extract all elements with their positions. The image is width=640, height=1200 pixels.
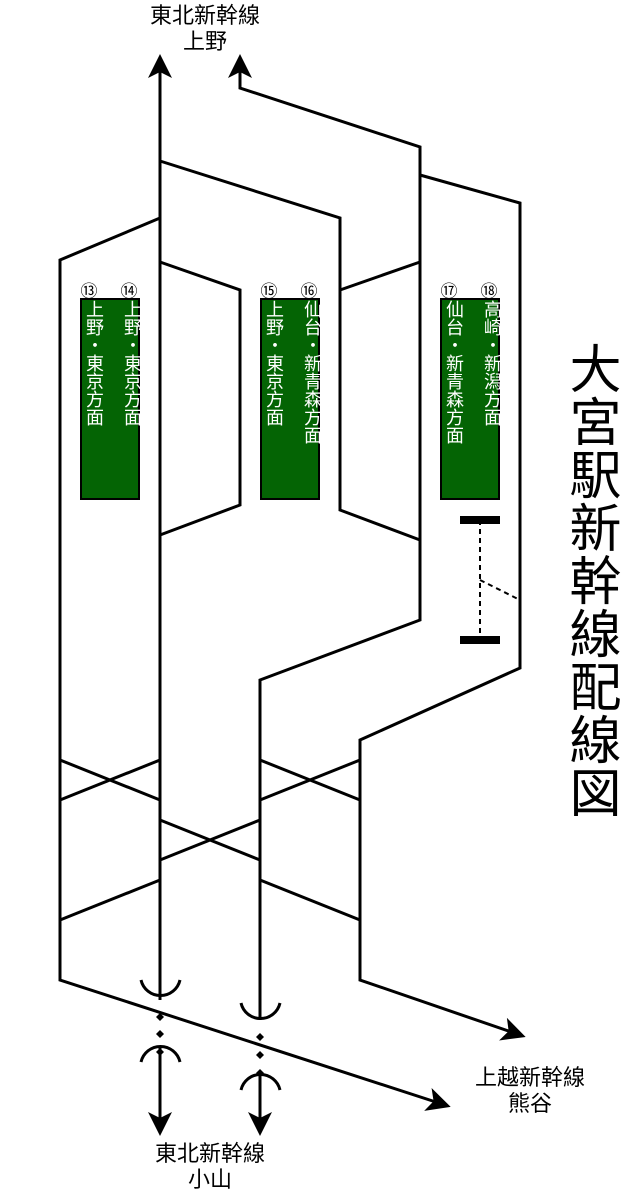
section-arc xyxy=(139,1045,182,1063)
platform: 仙台・新青森方面 高崎・新潟方面 xyxy=(440,298,502,500)
platform: 上野・東京方面 仙台・新青森方面 xyxy=(260,298,322,500)
track-c-branch xyxy=(339,260,421,292)
destination-joetsu-line: 上越新幹線 xyxy=(474,1066,585,1091)
track-number: ⑯ xyxy=(300,282,318,302)
track-number: ⑭ xyxy=(120,282,138,302)
buffer-stop xyxy=(460,516,500,524)
track-number: ⑰ xyxy=(440,282,458,302)
destination-top: 東北新幹線 上野 xyxy=(125,4,285,56)
section-dot xyxy=(156,1030,164,1038)
destination-top-station: 上野 xyxy=(182,30,227,55)
section-dot xyxy=(256,1069,264,1077)
track-b-up xyxy=(228,54,422,1020)
section-dot xyxy=(156,1013,164,1021)
crossover xyxy=(259,878,361,922)
crossover xyxy=(259,758,361,802)
track-number: ⑱ xyxy=(480,282,498,302)
destination-bottom: 東北新幹線 小山 xyxy=(130,1142,290,1194)
destination-bottom-station: 小山 xyxy=(187,1168,232,1193)
section-dot xyxy=(156,1048,164,1056)
track-direction: 高崎・新潟方面 xyxy=(481,300,502,426)
siding-dashed xyxy=(479,520,521,640)
diagram-title: 大宮駅新幹線配線図 xyxy=(560,342,620,819)
track-number: ⑬ xyxy=(80,282,98,302)
destination-joetsu-station: 熊谷 xyxy=(507,1092,552,1117)
section-arc xyxy=(239,1002,282,1020)
track-direction: 仙台・新青森方面 xyxy=(301,300,322,444)
track-left-outer xyxy=(58,216,451,1111)
platform: 上野・東京方面 上野・東京方面 xyxy=(80,298,142,500)
crossover xyxy=(59,878,161,922)
track-direction: 仙台・新青森方面 xyxy=(443,300,464,444)
section-dot xyxy=(256,1051,264,1059)
track-direction: 上野・東京方面 xyxy=(263,300,284,426)
track-number: ⑮ xyxy=(260,282,278,302)
track-joetsu-outer xyxy=(358,173,526,1041)
crossover xyxy=(159,818,261,862)
track-c xyxy=(159,159,421,542)
section-arc xyxy=(139,979,182,997)
track-direction: 上野・東京方面 xyxy=(83,300,104,426)
crossover xyxy=(59,758,161,802)
track-direction: 上野・東京方面 xyxy=(121,300,142,426)
track-loop-14 xyxy=(159,260,242,537)
destination-bottom-line: 東北新幹線 xyxy=(154,1142,265,1167)
buffer-stop xyxy=(460,636,500,644)
section-dot xyxy=(256,1033,264,1041)
destination-joetsu: 上越新幹線 熊谷 xyxy=(450,1066,610,1118)
destination-top-line: 東北新幹線 xyxy=(149,4,260,29)
